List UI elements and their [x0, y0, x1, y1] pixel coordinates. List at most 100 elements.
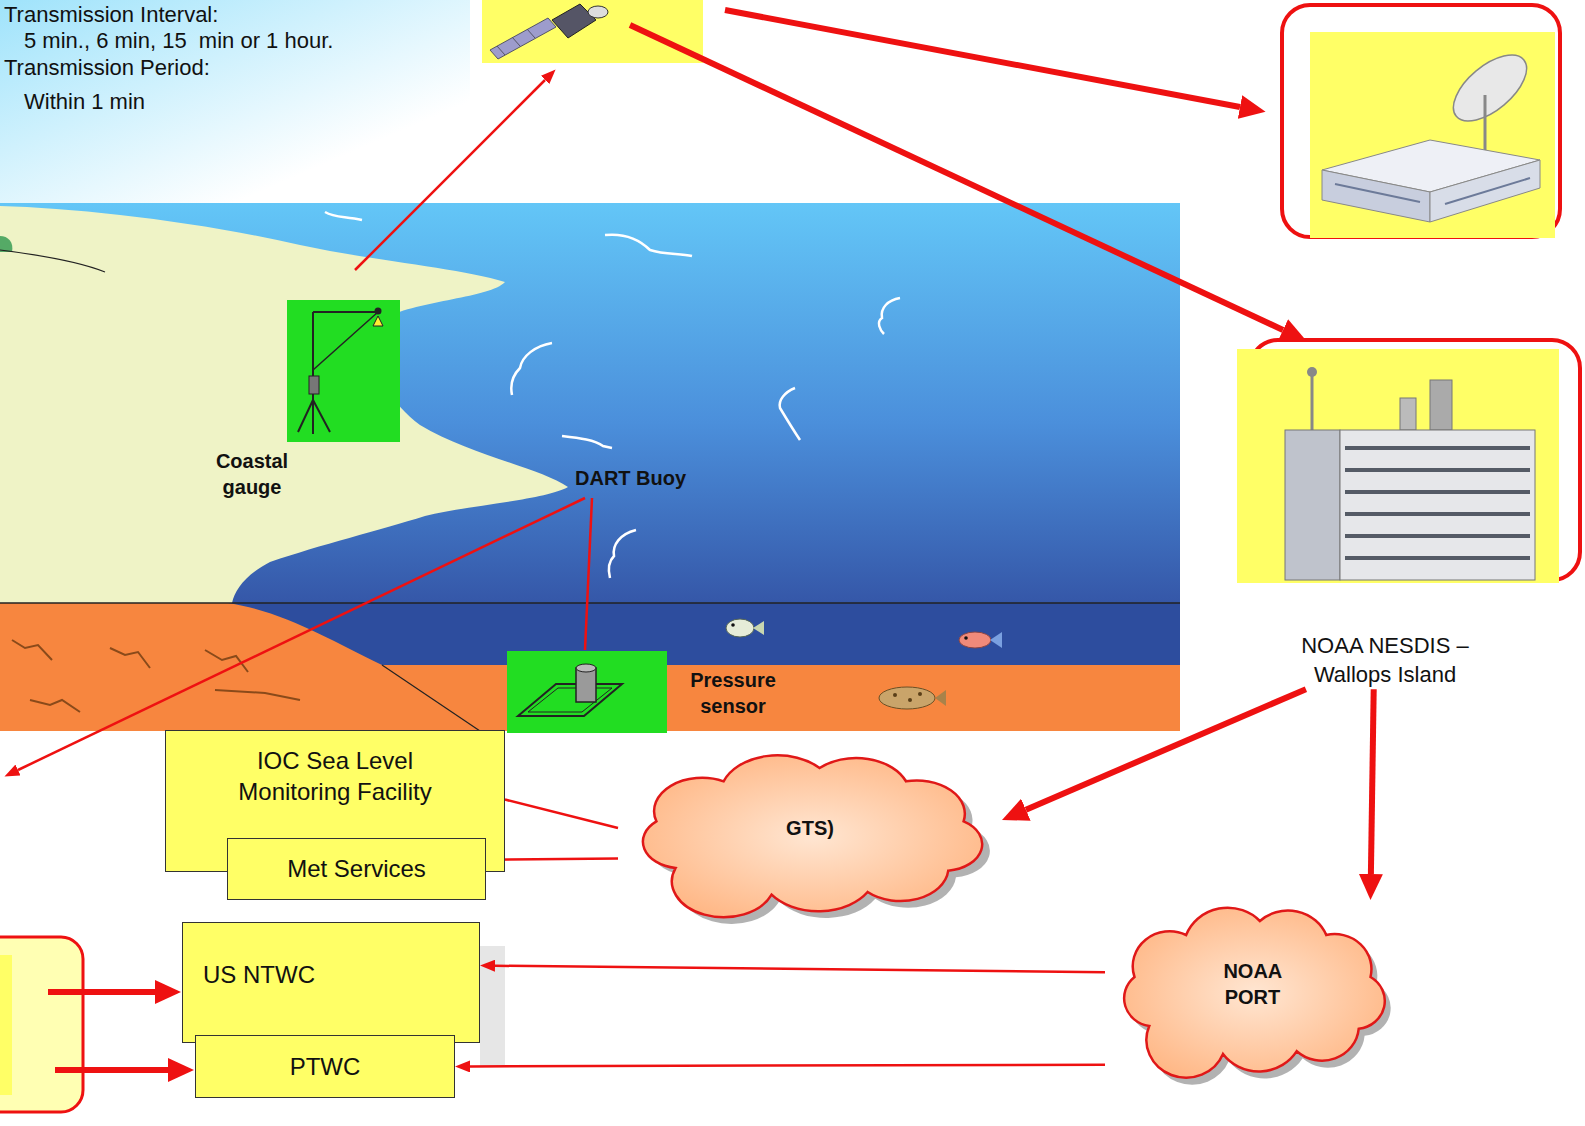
ground-station-icon	[1335, 184, 1420, 202]
gauge-icon	[373, 316, 383, 326]
processing-center-icon	[1307, 367, 1317, 377]
ground-station-icon	[1484, 95, 1487, 150]
label-holder: 5 min., 6 min, 15 min or 1 hour.	[24, 28, 333, 54]
land	[0, 206, 568, 603]
processing-center-icon	[1285, 430, 1340, 580]
node-text: Coastal gauge	[216, 448, 288, 500]
fish	[964, 636, 968, 640]
label-holder: Within 1 min	[24, 89, 145, 115]
processing-center-icon	[1345, 468, 1530, 472]
warning-source-box	[0, 955, 12, 1095]
fish	[990, 632, 1002, 648]
connector-group	[1026, 689, 1306, 810]
cloud-shape	[1124, 908, 1385, 1078]
gauge-icon	[313, 312, 378, 370]
fish	[726, 619, 754, 637]
node-text: GTS)	[786, 815, 834, 841]
satellite-icon	[490, 18, 556, 59]
link-arrows	[585, 498, 592, 650]
connector-group	[1371, 689, 1374, 874]
seabed	[12, 640, 52, 660]
wave-marks	[325, 212, 900, 578]
wave-marks	[879, 298, 900, 334]
wave-marks	[609, 530, 636, 578]
label-holder: Coastal gauge	[216, 448, 288, 500]
processing-center-icon	[1311, 372, 1314, 430]
label-holder: Transmission Interval:	[4, 2, 218, 28]
satellite-icon	[497, 46, 505, 55]
node-text: Met Services	[287, 853, 426, 884]
label-holder: DART Buoy	[575, 466, 686, 490]
ground-station-icon	[1322, 170, 1430, 222]
fish	[935, 690, 946, 706]
connector-group	[486, 858, 618, 859]
processing-center-icon	[1430, 380, 1452, 430]
connector-arrow	[1371, 689, 1374, 874]
warning-source-box	[0, 937, 83, 1112]
gauge-icon	[287, 300, 400, 442]
center-box: PTWC	[195, 1035, 455, 1098]
satellite-icon	[527, 29, 535, 38]
sea	[0, 203, 1180, 665]
seabed	[30, 700, 80, 712]
ground-station-icon	[1282, 5, 1560, 237]
sky	[0, 0, 470, 203]
grey-panel	[480, 946, 505, 1066]
link-arrows	[48, 989, 155, 995]
cloud-outline	[1105, 900, 1400, 1068]
wave-marks	[780, 388, 800, 440]
link-arrows	[18, 10, 1283, 1070]
grey-panel	[480, 946, 505, 1066]
gauge-icon	[298, 400, 313, 432]
sensor-icon	[518, 684, 622, 716]
sky	[0, 0, 470, 203]
service-box: Met Services	[227, 838, 486, 900]
processing-center-icon	[1345, 446, 1530, 450]
land	[0, 206, 568, 603]
node-text: NOAA NESDIS – Wallops Island	[1272, 632, 1498, 689]
node-text: US NTWC	[203, 959, 315, 990]
node-text: IOC Sea Level Monitoring Facility	[210, 745, 460, 807]
connector-group	[495, 966, 1105, 973]
ground-station-icon	[1445, 178, 1530, 204]
link-arrows	[355, 80, 545, 270]
label-holder: Transmission Period:	[4, 55, 210, 81]
gauge-icon	[313, 311, 378, 313]
wave-marks	[562, 436, 612, 448]
link-arrows	[630, 25, 1283, 330]
processing-center-icon	[1237, 340, 1580, 583]
connector-arrow	[505, 800, 618, 828]
node-text: PTWC	[290, 1051, 361, 1082]
satellite-icon	[588, 6, 608, 18]
fish	[918, 692, 922, 696]
seabed	[215, 690, 300, 700]
processing-center-icon	[1345, 490, 1530, 494]
wave-marks	[605, 235, 692, 256]
connector-group	[505, 800, 618, 828]
ground-station-icon	[1310, 32, 1555, 238]
processing-center-icon	[1340, 430, 1535, 580]
link-arrows	[55, 1067, 168, 1073]
note-text: Transmission Period:	[4, 55, 210, 81]
sensor-icon	[528, 688, 612, 712]
fish	[879, 687, 935, 709]
connector-arrow	[1026, 689, 1306, 810]
sensor-icon	[576, 668, 596, 702]
fish	[959, 632, 991, 648]
note-text: Transmission Interval:	[4, 2, 218, 28]
network-cloud: GTS)	[618, 748, 1002, 908]
connector-arrow	[470, 1065, 1105, 1067]
seabed	[110, 648, 150, 668]
node-text: NOAA PORT	[1223, 958, 1281, 1010]
fish	[753, 621, 764, 635]
seabed	[382, 665, 480, 731]
gauge-icon	[375, 308, 382, 315]
cloud-shape	[643, 755, 982, 917]
sensor-icon	[507, 651, 667, 733]
fish	[908, 698, 912, 702]
connector-arrow	[495, 966, 1105, 973]
sensor-icon	[576, 664, 596, 672]
satellite-icon	[512, 37, 520, 46]
